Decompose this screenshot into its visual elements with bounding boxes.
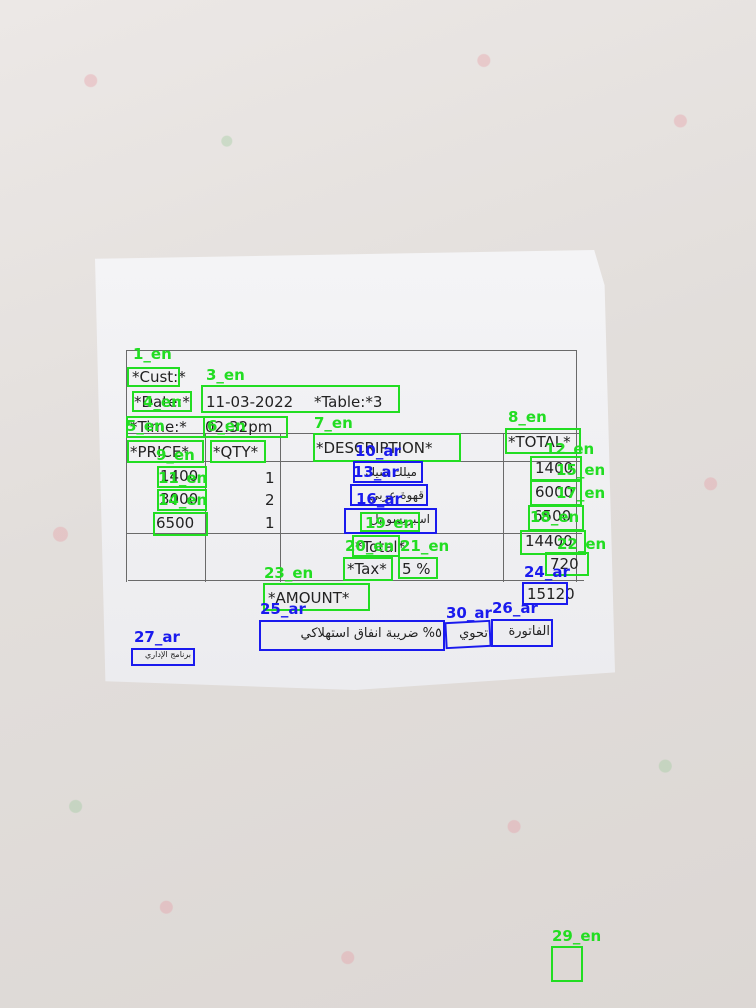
annotation-tag: 8_en	[508, 408, 547, 426]
item-description: قهوة عربي	[369, 488, 424, 502]
annotation-box	[259, 620, 445, 651]
item-price: 3000	[160, 490, 199, 508]
annotation-tag: 18_en	[530, 508, 580, 526]
item-price: 6500	[156, 514, 195, 532]
table-line	[576, 350, 577, 582]
annotation-box	[157, 489, 207, 511]
item-description: اسبريسو بل	[369, 512, 430, 526]
annotation-tag: 10_ar	[355, 442, 401, 460]
col-qty: *QTY*	[213, 443, 259, 461]
annotation-tag: 6_en	[207, 417, 246, 435]
receipt-paper	[95, 250, 615, 690]
annotation-tag: 21_en	[400, 537, 450, 555]
item-total: 6500	[533, 507, 572, 525]
annotation-tag: 30_ar	[446, 604, 492, 622]
annotation-box	[153, 512, 208, 536]
annotation-box	[520, 530, 586, 555]
tax-value: 5 %	[402, 560, 431, 578]
annotation-box	[127, 440, 204, 463]
date-value: 11-03-2022	[206, 393, 294, 411]
invoice-text: الفاتورة	[508, 624, 550, 639]
annotation-tag: 23_en	[264, 564, 314, 582]
amount-label: *AMOUNT*	[268, 589, 350, 607]
annotation-tag: 12_en	[545, 440, 595, 458]
annotation-tag: 19_en	[365, 514, 415, 532]
annotation-box	[398, 557, 438, 579]
col-description: *DESCRIPTION*	[316, 439, 433, 457]
annotation-box	[444, 619, 492, 650]
annotation-tag: 15_en	[556, 461, 606, 479]
table-line	[126, 350, 127, 582]
annotation-tag: 5_en	[126, 417, 165, 435]
annotation-tag: 3_en	[206, 366, 245, 384]
annotation-box	[127, 367, 180, 387]
annotation-box	[505, 428, 581, 454]
annotation-tag: 24_ar	[524, 563, 570, 581]
total-value: 14400	[525, 532, 573, 550]
item-description: ميلك شيك	[365, 465, 417, 479]
annotation-box	[360, 512, 420, 532]
annotation-box	[132, 391, 192, 412]
time-value: 02:32pm	[205, 418, 273, 436]
date-label: *Date:*	[134, 393, 190, 411]
annotation-tag: 7_en	[314, 414, 353, 432]
annotation-tag: 29_en	[552, 927, 602, 945]
col-total: *TOTAL*	[508, 433, 571, 451]
total-label: *Total*	[355, 538, 406, 556]
item-qty: 2	[265, 491, 275, 509]
item-total: 1400	[535, 459, 574, 477]
item-price: 1400	[160, 467, 199, 485]
annotation-box	[551, 946, 583, 982]
annotation-tag: 16_ar	[356, 490, 402, 508]
annotation-box	[352, 535, 400, 557]
annotation-box	[353, 461, 423, 483]
annotation-tag: 25_ar	[260, 600, 306, 618]
annotation-tag: 27_ar	[134, 628, 180, 646]
annotation-box	[350, 484, 428, 506]
col-price: *PRICE*	[130, 443, 189, 461]
tax-label: *Tax*	[347, 560, 387, 578]
amount-value: 15120	[527, 585, 575, 603]
table-line	[503, 434, 504, 582]
annotation-tag: 1_en	[133, 345, 172, 363]
annotation-tag: 26_ar	[492, 599, 538, 617]
annotation-box	[131, 648, 195, 666]
cust-label: *Cust:*	[132, 368, 186, 386]
table-line	[280, 434, 281, 582]
annotation-tag: 14_en	[158, 491, 208, 509]
annotation-box	[201, 385, 400, 413]
annotation-tag: 11_en	[158, 469, 208, 487]
annotation-tag: 4_en	[143, 393, 182, 411]
annotation-tag: 22_en	[557, 535, 607, 553]
contains-text: تحوي	[459, 626, 488, 641]
annotation-box	[545, 552, 589, 576]
annotation-tag: 13_ar	[353, 463, 399, 481]
annotation-box	[344, 508, 437, 534]
annotation-box	[522, 582, 568, 605]
annotation-tag: 9_en	[156, 446, 195, 464]
annotation-box	[343, 557, 393, 581]
software-text: برنامج الإداري	[145, 650, 191, 659]
item-qty: 1	[265, 469, 275, 487]
tax-amount: 720	[550, 555, 579, 573]
annotation-box	[263, 583, 370, 611]
annotation-box	[157, 466, 207, 488]
annotation-box	[210, 440, 266, 463]
annotation-box	[491, 619, 553, 647]
annotation-tag: 20_en	[345, 537, 395, 555]
table-label: *Table:*3	[314, 393, 383, 411]
item-total: 6000	[535, 483, 574, 501]
annotation-box	[203, 416, 288, 438]
tax-note: ٥% ضريبة انفاق استهلاكي	[300, 626, 442, 641]
time-label: *Time:*	[130, 418, 187, 436]
item-qty: 1	[265, 514, 275, 532]
table-line	[126, 350, 576, 351]
annotation-tag: 17_en	[556, 484, 606, 502]
